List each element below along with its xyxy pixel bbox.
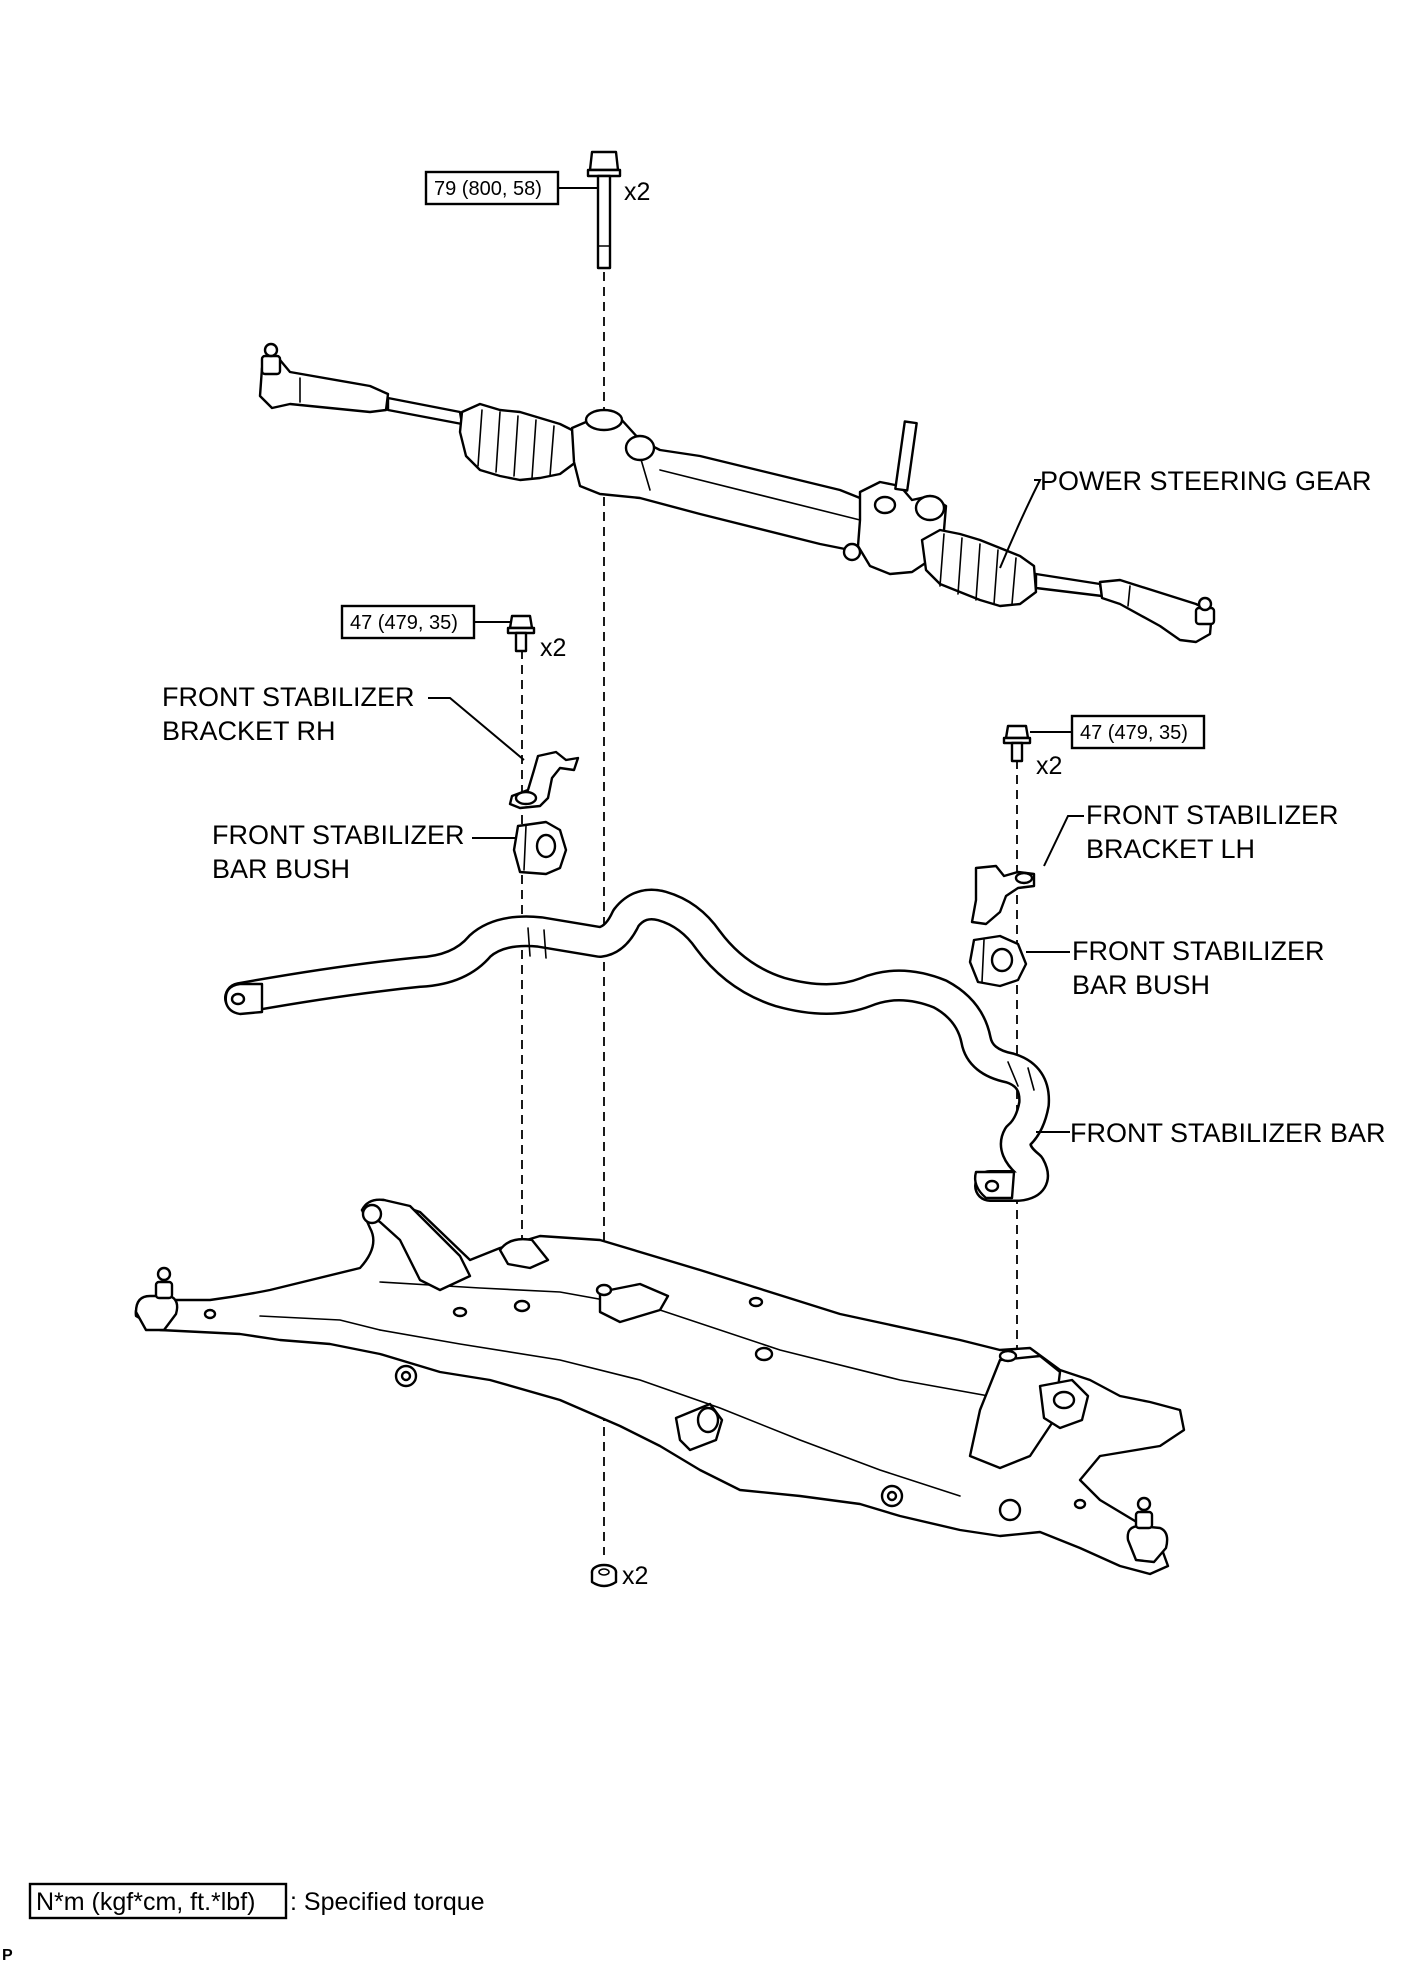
steering-gear-nut-icon: x2 — [590, 1562, 648, 1590]
bracket-lh-bolt-qty: x2 — [1036, 752, 1062, 780]
bracket-lh-text-line1: FRONT STABILIZER — [1086, 800, 1339, 830]
power-steering-gear-text: POWER STEERING GEAR — [1040, 466, 1372, 496]
bracket-rh-text-line2: BRACKET RH — [162, 716, 336, 746]
bracket-lh-label: FRONT STABILIZER BRACKET LH — [1043, 800, 1339, 867]
steering-gear-nut-qty: x2 — [622, 1562, 648, 1590]
bush-rh-text-line1: FRONT STABILIZER — [212, 820, 465, 850]
stabilizer-bar-text: FRONT STABILIZER BAR — [1070, 1118, 1386, 1148]
bracket-lh-bolt-icon — [1002, 724, 1032, 763]
steering-gear-bolt-icon — [586, 150, 622, 270]
torque-legend-unit: N*m (kgf*cm, ft.*lbf) — [36, 1888, 255, 1916]
front-suspension-crossmember — [134, 1198, 1186, 1576]
steering-gear-torque-callout: 79 (800, 58) x2 — [424, 170, 650, 206]
stabilizer-bar-label: FRONT STABILIZER BAR — [1036, 1118, 1386, 1148]
power-steering-gear — [258, 342, 1216, 644]
steering-gear-torque-value: 79 (800, 58) — [434, 178, 542, 200]
bracket-rh-torque-callout: 47 (479, 35) x2 — [340, 604, 566, 662]
bracket-lh-torque-value: 47 (479, 35) — [1080, 722, 1188, 744]
bracket-rh-torque-value: 47 (479, 35) — [350, 612, 458, 634]
torque-legend-description: : Specified torque — [290, 1888, 485, 1916]
front-stabilizer-bracket-lh — [970, 864, 1036, 926]
bush-lh-text-line2: BAR BUSH — [1072, 970, 1210, 1000]
bush-lh-text-line1: FRONT STABILIZER — [1072, 936, 1325, 966]
bush-lh-label: FRONT STABILIZER BAR BUSH — [1026, 936, 1325, 1000]
bracket-lh-text-line2: BRACKET LH — [1086, 834, 1255, 864]
power-steering-gear-label: POWER STEERING GEAR — [999, 466, 1372, 569]
bush-rh-text-line2: BAR BUSH — [212, 854, 350, 884]
front-stabilizer-bar-bush-rh — [512, 820, 568, 876]
bracket-rh-bolt-icon — [506, 614, 536, 653]
front-stabilizer-bar-bush-lh — [968, 934, 1028, 988]
front-stabilizer-bracket-rh — [508, 750, 580, 810]
corner-mark: P — [2, 1947, 13, 1963]
bracket-rh-text-line1: FRONT STABILIZER — [162, 682, 415, 712]
bracket-lh-torque-callout: 47 (479, 35) x2 — [1030, 714, 1206, 780]
bracket-rh-bolt-qty: x2 — [540, 634, 566, 662]
front-stabilizer-bar — [224, 888, 1051, 1202]
bush-rh-label: FRONT STABILIZER BAR BUSH — [212, 820, 516, 884]
steering-gear-bolt-qty: x2 — [624, 178, 650, 206]
torque-legend: N*m (kgf*cm, ft.*lbf) : Specified torque — [28, 1882, 485, 1920]
bracket-rh-label: FRONT STABILIZER BRACKET RH — [162, 682, 525, 761]
